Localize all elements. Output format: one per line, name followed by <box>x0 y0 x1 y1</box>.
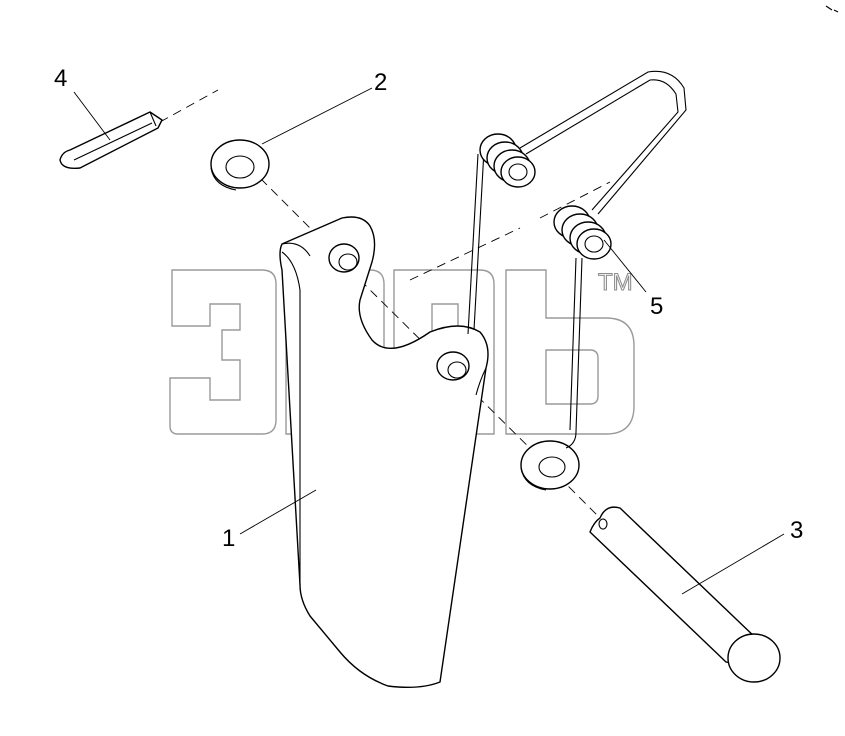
leader-lines <box>73 87 785 595</box>
callout-2: 2 <box>374 69 387 96</box>
spring-coil-upper <box>479 133 536 188</box>
pin-part <box>589 506 781 683</box>
bracket-part <box>279 216 489 689</box>
washer-upper-part <box>210 139 270 191</box>
callout-5: 5 <box>650 293 663 320</box>
spring-coil-lower <box>553 205 612 260</box>
watermark-logo: TM <box>169 268 635 435</box>
callout-1: 1 <box>222 525 235 552</box>
washer-lower-part <box>520 440 580 491</box>
watermark-tm: TM <box>598 269 633 296</box>
torsion-spring-part <box>467 70 687 449</box>
cotter-pin-part <box>59 111 163 170</box>
callout-3: 3 <box>790 517 803 544</box>
callout-4: 4 <box>54 65 67 92</box>
corner-mark <box>825 5 839 13</box>
